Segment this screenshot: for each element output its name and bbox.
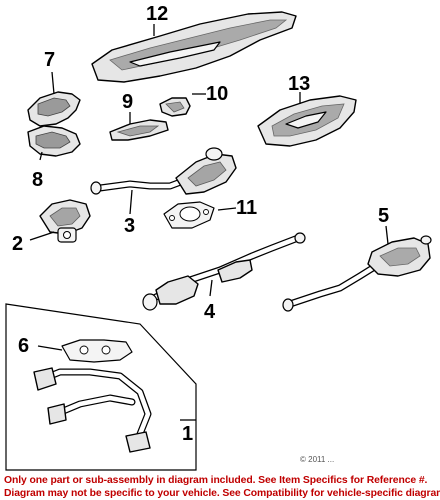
part-12-underbody-heat-shield	[91, 11, 297, 83]
part-6-manifold-gasket	[37, 339, 133, 363]
part-8-lower-heat-shield	[27, 125, 81, 161]
callout-7: 7	[44, 49, 55, 71]
part-1-manifold-assembly-box	[5, 303, 197, 471]
callout-5: 5	[378, 205, 389, 227]
part-4-center-pipe	[142, 232, 306, 311]
callout-1: 1	[182, 423, 193, 445]
disclaimer-line-1: Only one part or sub-assembly in diagram…	[4, 475, 428, 486]
part-13-rear-heat-shield	[257, 92, 357, 147]
callout-2: 2	[12, 233, 23, 255]
manifold-pipes	[33, 367, 152, 453]
disclaimer-line-2: Diagram may not be specific to your vehi…	[4, 488, 440, 499]
callout-4: 4	[204, 301, 216, 323]
part-11-flange-gasket	[163, 201, 237, 229]
callout-12: 12	[146, 3, 168, 25]
callout-13: 13	[288, 73, 310, 95]
callout-6: 6	[18, 335, 29, 357]
callout-9: 9	[122, 91, 133, 113]
part-2-front-catalytic-converter	[29, 199, 91, 243]
callout-8: 8	[32, 169, 43, 191]
part-3-front-pipe	[90, 147, 237, 215]
copyright-watermark: © 2011 ...	[300, 455, 334, 464]
part-9-pipe-heat-shield	[109, 112, 169, 141]
exhaust-parts-diagram: 12 7 8 9 10 13	[5, 3, 432, 471]
callout-3: 3	[124, 215, 135, 237]
callout-10: 10	[206, 83, 228, 105]
callout-11: 11	[236, 197, 257, 219]
disclaimer-banner: Only one part or sub-assembly in diagram…	[0, 472, 440, 500]
part-5-muffler	[282, 225, 432, 312]
part-7-upper-heat-shield	[27, 71, 81, 127]
part-10-converter-shield	[159, 93, 206, 117]
